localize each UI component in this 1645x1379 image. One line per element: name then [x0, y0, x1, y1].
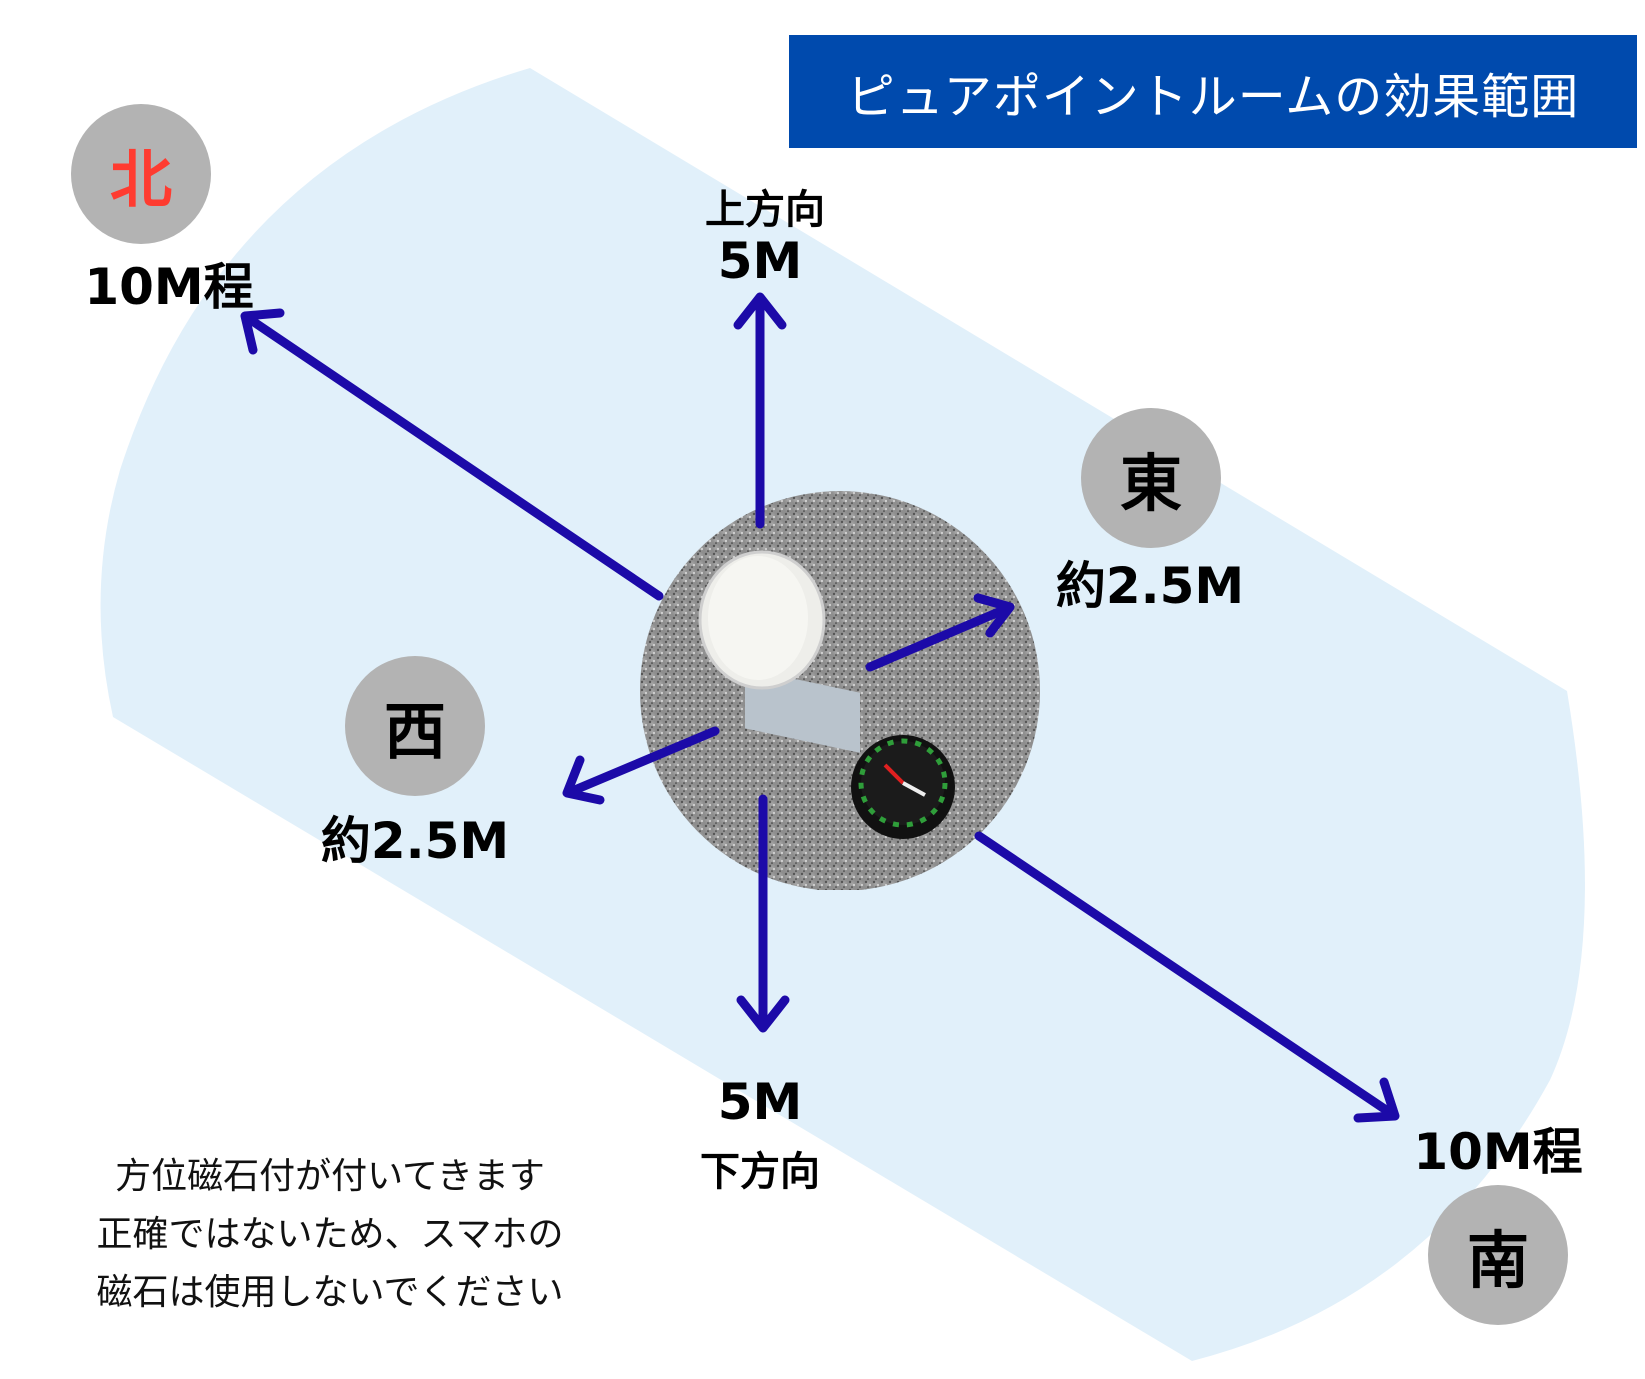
west-distance: 約2.5M — [320, 812, 510, 870]
note-line: 正確ではないため、スマホの — [96, 1214, 564, 1255]
arrow-west — [562, 726, 720, 805]
note-line: 磁石は使用しないでください — [96, 1272, 564, 1313]
north-badge: 北 — [71, 104, 211, 244]
south-badge: 南 — [1428, 1185, 1568, 1325]
north-distance: 10M程 — [84, 258, 254, 316]
arrow-down — [736, 794, 790, 1033]
up-label: 上方向 — [705, 187, 825, 233]
page-title: ピュアポイントルームの効果範囲 — [789, 35, 1637, 148]
note-line: 方位磁石付が付いてきます — [115, 1156, 545, 1197]
arrows — [240, 292, 1400, 1123]
arrow-east — [865, 593, 1015, 672]
arrow-north — [240, 308, 664, 601]
west-badge: 西 — [345, 656, 485, 796]
down-label: 下方向 — [700, 1149, 820, 1195]
compass-note: 方位磁石付が付いてきます 正確ではないため、スマホの 磁石は使用しないでください — [40, 1148, 620, 1322]
south-distance: 10M程 — [1413, 1123, 1583, 1181]
east-badge: 東 — [1081, 408, 1221, 548]
east-distance: 約2.5M — [1055, 557, 1245, 615]
down-distance: 5M — [717, 1073, 803, 1131]
arrow-up — [733, 292, 787, 529]
product-photo — [640, 491, 1040, 890]
up-distance: 5M — [717, 232, 803, 290]
arrow-south — [974, 831, 1400, 1123]
